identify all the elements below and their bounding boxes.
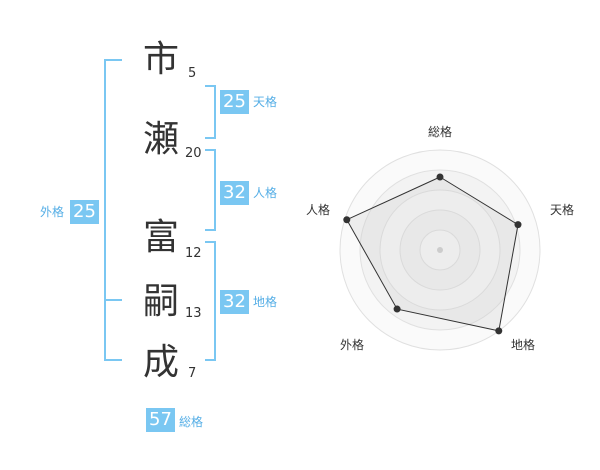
radar-label-gai: 外格 <box>340 338 365 352</box>
so-value-badge: 57 <box>146 408 175 432</box>
radar-label-jin: 人格 <box>306 203 331 217</box>
ten-label: 天格 <box>253 95 278 109</box>
chi-label: 地格 <box>253 295 278 309</box>
jin-value-badge: 32 <box>220 181 249 205</box>
stroke-count-4: 13 <box>185 306 202 321</box>
radar-label-chi: 地格 <box>511 338 536 352</box>
name-char-1: 市 <box>143 39 180 80</box>
radar-value-polygon <box>346 176 519 332</box>
stroke-count-3: 12 <box>185 246 202 261</box>
radar-point <box>436 173 444 181</box>
gai-label: 外格 <box>40 205 65 219</box>
chi-bracket <box>205 241 216 361</box>
radar-point <box>343 216 351 224</box>
ten-bracket <box>205 85 216 139</box>
so-label: 総格 <box>179 415 204 429</box>
gai-value-badge: 25 <box>70 200 99 224</box>
name-char-4: 嗣 <box>143 281 180 322</box>
stroke-count-2: 20 <box>185 146 202 161</box>
jin-label: 人格 <box>253 186 278 200</box>
radar-label-ten: 天格 <box>550 203 575 217</box>
radar-point <box>514 221 522 229</box>
name-char-5: 成 <box>143 342 180 383</box>
name-char-2: 瀬 <box>143 119 180 160</box>
chi-value-badge: 32 <box>220 290 249 314</box>
radar-point <box>393 305 401 313</box>
ten-value-badge: 25 <box>220 90 249 114</box>
stroke-count-5: 7 <box>188 366 197 381</box>
outer-bracket <box>104 59 122 361</box>
radar-point <box>495 327 503 335</box>
jin-bracket <box>205 149 216 231</box>
radar-label-so: 総格 <box>428 125 453 139</box>
name-char-3: 富 <box>143 217 180 258</box>
stroke-count-1: 5 <box>188 66 197 81</box>
radar-center-dot <box>437 247 443 253</box>
